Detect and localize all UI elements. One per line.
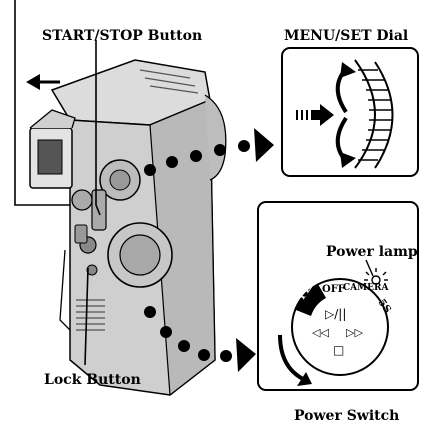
stop-icon: □ <box>333 343 344 357</box>
lock-button-label: Lock Button <box>44 372 141 388</box>
menu-set-dial-label: MENU/SET Dial <box>284 28 408 44</box>
slide-arrow-icon <box>26 74 60 90</box>
rewind-icon: ◁◁ <box>312 326 329 339</box>
fast-forward-icon: ▷▷ <box>346 326 363 339</box>
switch-camera-label: CAMERA <box>343 283 389 293</box>
menu-set-dial-box <box>282 48 418 176</box>
start-stop-button-label: START/STOP Button <box>42 28 202 44</box>
power-switch-label: Power Switch <box>294 408 399 424</box>
switch-off-label: OFF <box>322 284 345 295</box>
play-pause-icon: ▷/|| <box>325 307 346 321</box>
power-switch-box <box>258 202 418 390</box>
camcorder-body <box>30 60 226 395</box>
power-lamp-label: Power lamp <box>326 244 418 260</box>
